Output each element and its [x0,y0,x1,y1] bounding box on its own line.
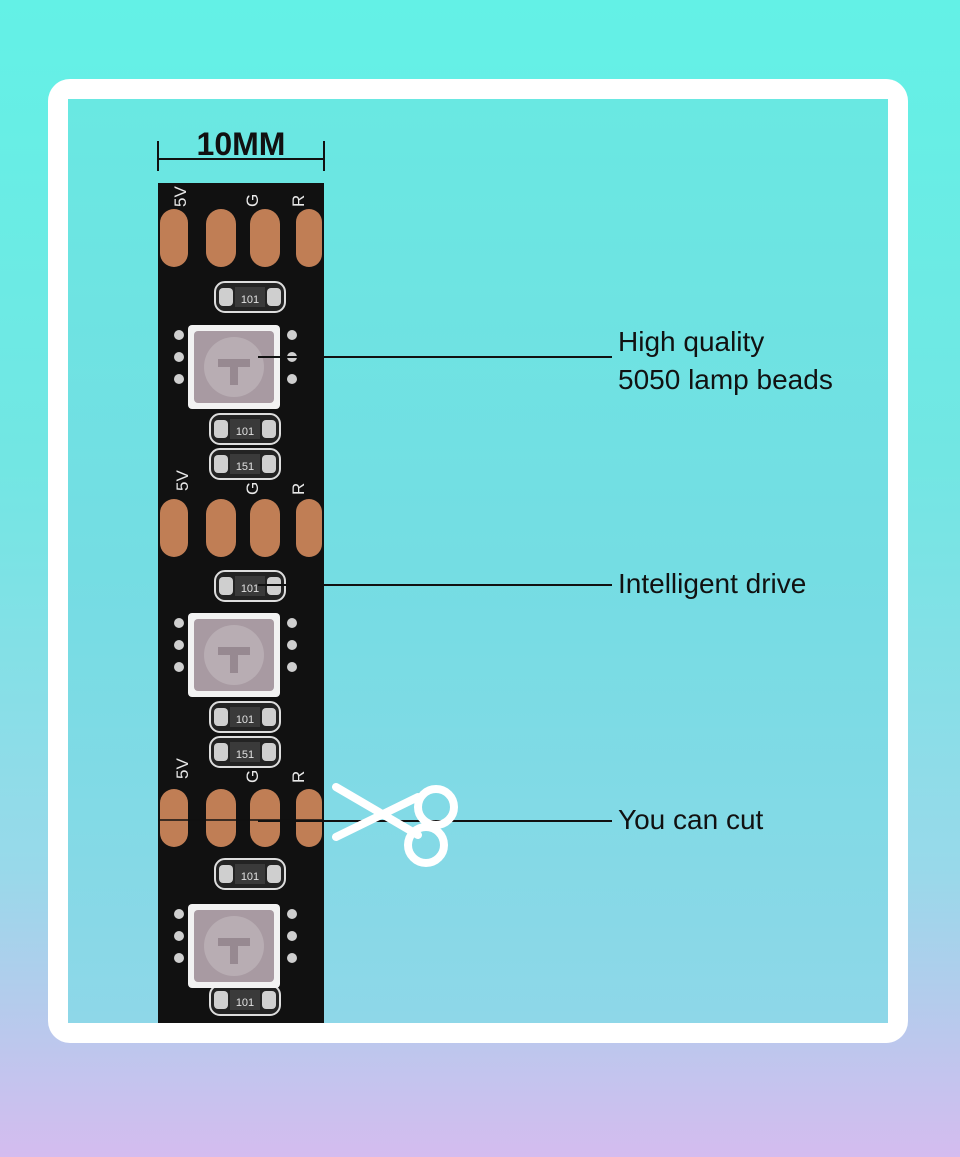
channel-marking: R [289,195,308,207]
callout-intelligent-drive: Intelligent drive [618,565,806,603]
callout-line-1: Intelligent drive [618,568,807,599]
channel-marking: G [243,194,262,207]
voltage-marking: 5V [173,470,192,491]
callout-you-can-cut: You can cut [618,801,763,839]
resistor-code: 101 [241,583,259,595]
product-panel: 10MM 101 101 151 101 101 151 101 101 5V [68,99,888,1023]
voltage-marking: 5V [171,186,190,207]
led-strip-illustration: 10MM 101 101 151 101 101 151 101 101 5V [157,126,612,1023]
callout-line-2: 5050 lamp beads [618,364,833,395]
resistor-code: 101 [236,714,254,726]
channel-marking: R [289,483,308,495]
scissors-icon [332,783,458,867]
callout-lamp-beads: High quality 5050 lamp beads [618,323,833,399]
resistor-code: 101 [241,871,259,883]
width-label: 10MM [197,126,286,162]
channel-marking: G [243,770,262,783]
voltage-marking: 5V [173,758,192,779]
resistor-code: 101 [236,997,254,1009]
channel-marking: R [289,771,308,783]
resistor-code: 151 [236,461,254,473]
led-bead [174,325,297,409]
resistor-code: 101 [241,294,259,306]
channel-marking: G [243,482,262,495]
callout-line-1: You can cut [618,804,764,835]
led-bead [174,613,297,697]
resistor-code: 151 [236,749,254,761]
led-bead [174,904,297,988]
callout-line-1: High quality [618,326,765,357]
resistor-code: 101 [236,426,254,438]
